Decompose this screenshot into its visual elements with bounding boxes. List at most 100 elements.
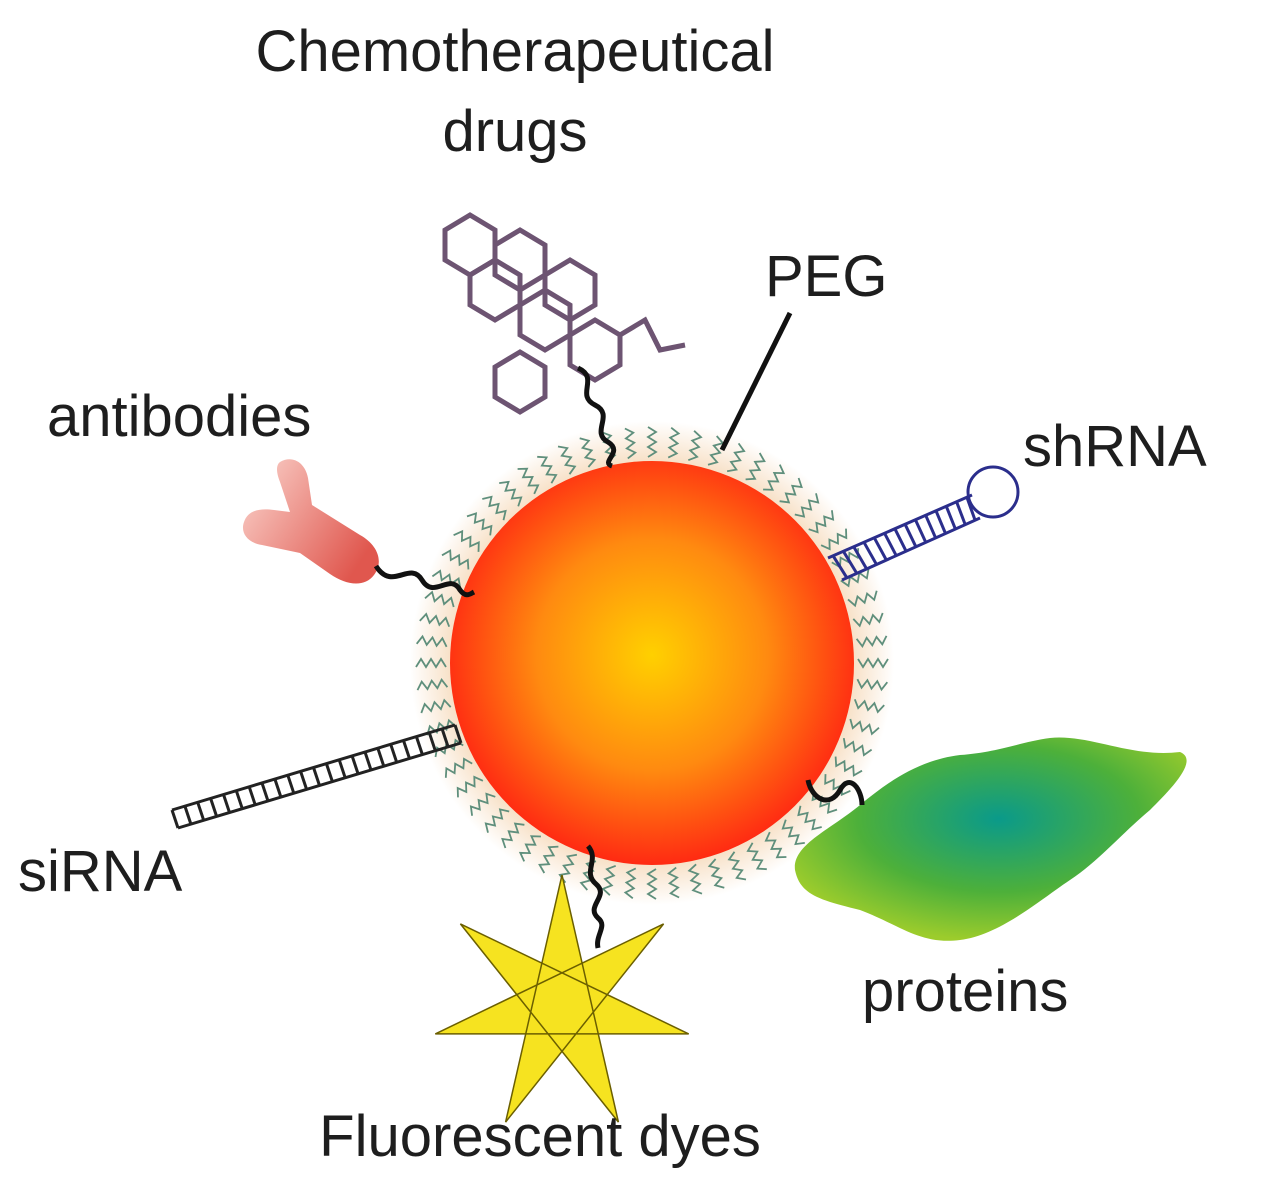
- peg-strand: [763, 464, 786, 491]
- sirna-rung: [427, 732, 437, 752]
- sirna-rung: [440, 728, 450, 748]
- peg-strand: [466, 512, 493, 536]
- peg-strand: [624, 427, 637, 460]
- peg-strand: [779, 477, 803, 504]
- peg-strand: [781, 819, 805, 846]
- peg-strand: [419, 612, 451, 628]
- peg-strand: [849, 718, 880, 736]
- sirna-rung: [234, 790, 244, 810]
- peg-strand: [727, 851, 747, 881]
- dye-star-icon: [434, 874, 690, 1123]
- label-shrna: shRNA: [1023, 414, 1207, 479]
- sirna-rung: [414, 736, 424, 756]
- antibody-linker: [373, 564, 476, 598]
- shrna-rung: [934, 510, 947, 535]
- sirna-icon: [170, 723, 463, 830]
- peg-strand: [853, 698, 885, 714]
- sirna-rung: [260, 782, 270, 802]
- peg-strand: [415, 634, 448, 648]
- peg-strand: [667, 866, 680, 899]
- shrna-rung: [903, 523, 918, 548]
- peg-strand: [726, 442, 746, 473]
- sirna-rung: [286, 774, 296, 794]
- sirna-rung: [402, 740, 411, 759]
- shrna-icon: [827, 465, 1020, 582]
- peg-strand: [416, 678, 449, 691]
- nanoparticle-icon: [450, 461, 854, 865]
- peg-strand: [824, 774, 851, 797]
- peg-strand: [842, 737, 873, 757]
- shrna-rung: [914, 519, 928, 544]
- peg-strand: [667, 426, 681, 459]
- peg-strand: [501, 822, 525, 849]
- peg-strand: [453, 529, 480, 552]
- peg-strand: [834, 756, 863, 777]
- sirna-rung: [183, 805, 193, 825]
- shrna-rung: [924, 514, 937, 539]
- peg-strand: [764, 831, 787, 859]
- peg-strand: [538, 845, 559, 874]
- sirna-rung: [299, 770, 309, 790]
- sirna-rung: [312, 767, 321, 786]
- sirna-rung: [196, 801, 206, 821]
- peg-strand: [797, 805, 822, 831]
- sirna-rung: [337, 759, 347, 779]
- peg-strand: [499, 480, 523, 507]
- sirna-rung: [247, 786, 257, 806]
- peg-strand: [482, 495, 507, 521]
- peg-strand: [444, 757, 473, 778]
- peg-strand: [855, 635, 888, 648]
- peg-strand: [852, 612, 884, 628]
- peg-strand: [579, 860, 597, 891]
- peg-strand: [811, 790, 838, 814]
- shrna-rung: [831, 555, 849, 579]
- peg-strand: [469, 792, 496, 816]
- label-fluorescent-dyes: Fluorescent dyes: [319, 1104, 761, 1169]
- protein-linker: [805, 779, 865, 806]
- peg-strand: [840, 568, 870, 588]
- peg-strand: [441, 549, 470, 570]
- peg-strand: [847, 590, 878, 608]
- sirna-rung: [209, 797, 219, 817]
- peg-strand: [579, 437, 597, 468]
- label-peg: PEG: [765, 244, 888, 309]
- label-antibodies: antibodies: [47, 384, 312, 449]
- peg-strand: [820, 528, 848, 551]
- peg-strand: [601, 864, 617, 896]
- peg-strand: [456, 775, 484, 798]
- sirna-rung: [324, 763, 334, 783]
- shrna-rung: [955, 501, 967, 526]
- peg-strand: [420, 698, 452, 714]
- peg-strand: [646, 868, 658, 900]
- sirna-rung: [389, 743, 399, 763]
- peg-strand: [623, 867, 637, 900]
- shrna-rung: [893, 528, 908, 552]
- peg-strand: [808, 510, 835, 534]
- peg-strand: [646, 426, 658, 458]
- antibody-icon: [242, 459, 379, 584]
- sirna-rung: [273, 778, 283, 798]
- sirna-rung: [222, 794, 231, 813]
- peg-strand: [857, 657, 889, 669]
- drug-molecule-icon: [442, 212, 686, 415]
- peg-strand: [557, 445, 577, 475]
- peg-strand: [745, 452, 766, 481]
- label-chemo-line1: Chemotherapeutical: [255, 19, 775, 84]
- peg-strand: [426, 718, 457, 736]
- shrna-rung: [883, 532, 898, 557]
- sirna-rung: [376, 747, 386, 767]
- label-sirna: siRNA: [18, 839, 183, 904]
- peg-pointer-line: [719, 311, 793, 452]
- peg-strand: [707, 858, 725, 889]
- peg-strand: [687, 863, 703, 895]
- peg-strand: [484, 808, 510, 833]
- peg-strand: [746, 842, 767, 871]
- shrna-rung: [944, 505, 957, 530]
- peg-strand: [415, 657, 447, 669]
- peg-strand: [794, 493, 820, 518]
- protein-icon: [794, 737, 1187, 941]
- shrna-rung: [872, 537, 888, 561]
- label-chemo-line2: drugs: [442, 99, 588, 164]
- shrna-rung: [852, 546, 868, 570]
- peg-strand: [537, 455, 558, 484]
